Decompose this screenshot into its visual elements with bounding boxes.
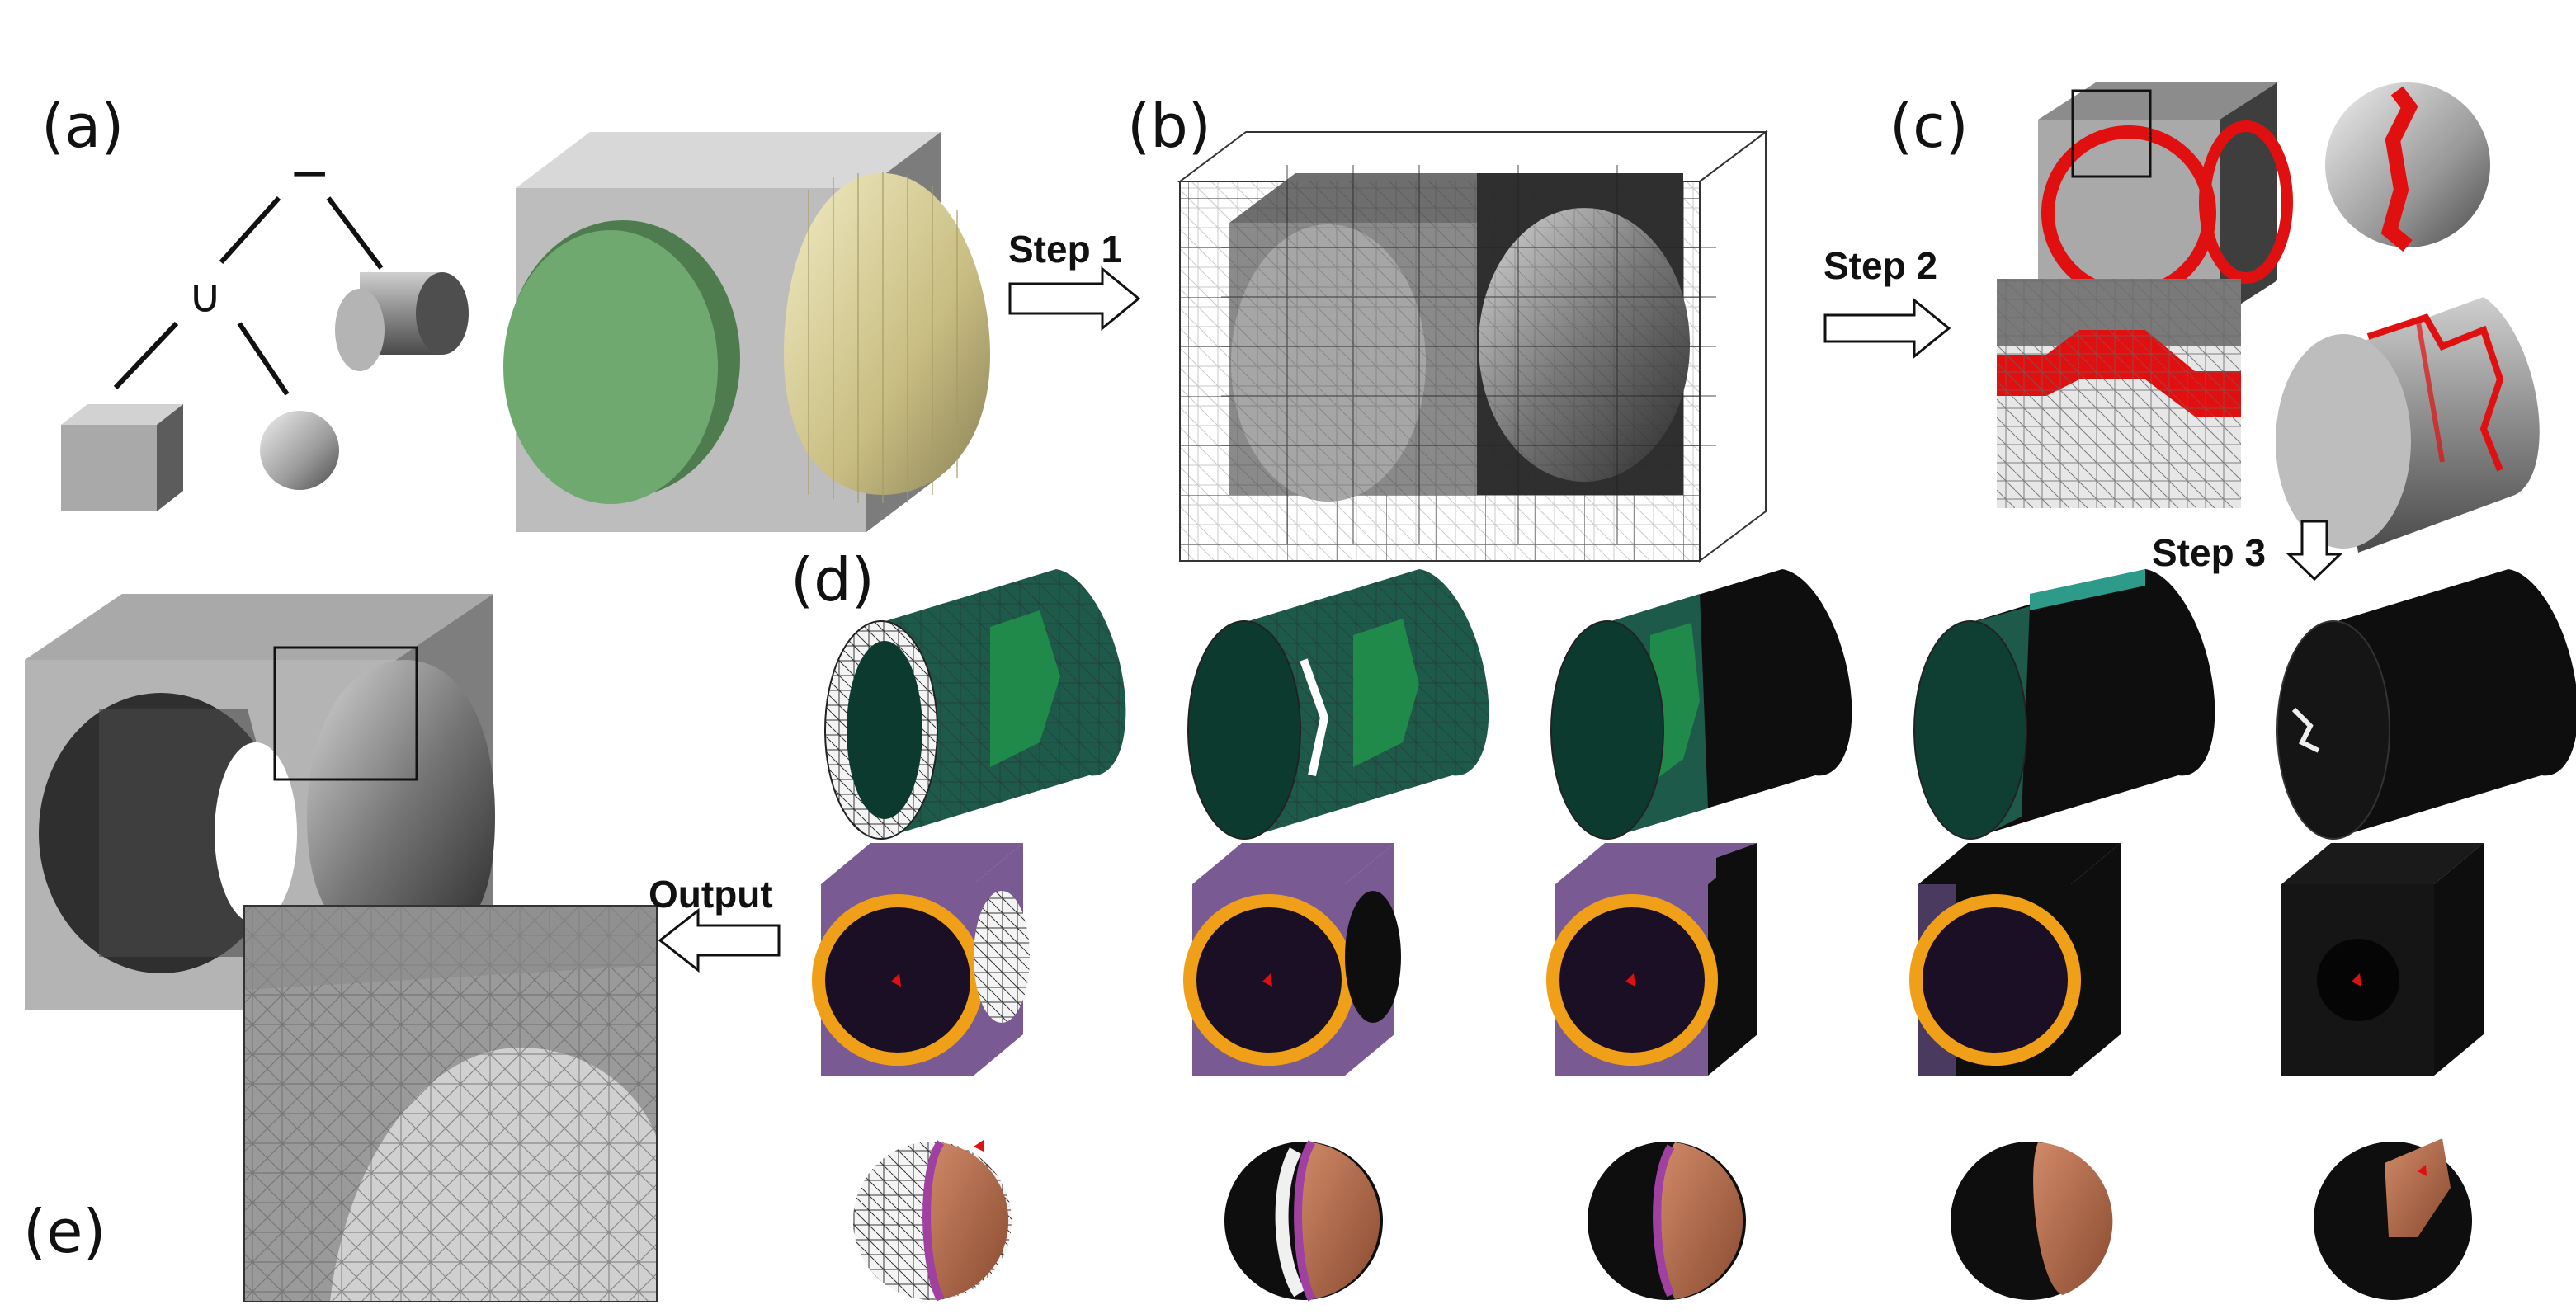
sphere-frame-5 [2314,1138,2472,1300]
sphere-frame-4 [1951,1142,2113,1300]
step2-arrow[interactable]: Step 2 [1823,244,1951,360]
cylinder-cut-disk [503,230,718,504]
csg-result-model [503,132,990,532]
step1-arrow[interactable]: Step 1 [1008,228,1141,332]
cylinder-propagation-row [824,569,2576,840]
tree-edge [326,196,384,270]
zoom-box [2071,89,2152,178]
cube-frame-1 [812,843,1030,1076]
tree-edge [113,321,179,390]
intersection-cylinder [2276,297,2540,553]
panel-label-e: (e) [23,1197,106,1266]
sphere-frame-1 [853,1140,1012,1302]
cylinder-frame-4 [1913,569,2215,840]
step1-label: Step 1 [1008,228,1122,271]
sphere-propagation-row [853,1138,2472,1302]
panel-label-a: (a) [41,92,124,161]
tree-edge [219,195,281,265]
cube-frame-2 [1183,843,1401,1076]
zoom-box [273,646,418,781]
cylinder-frame-3 [1550,569,1852,840]
output-zoom-mesh [243,905,658,1302]
cylinder-frame-2 [1187,569,1489,840]
intersection-zoom [1997,279,2241,508]
output-arrow[interactable]: Output [649,873,781,973]
cube-propagation-row [812,843,2484,1076]
cube-primitive [61,404,183,511]
sphere-frame-3 [1588,1142,1746,1300]
step3-label: Step 3 [2152,531,2266,574]
cylinder-primitive [335,272,469,371]
sphere-primitive [260,411,339,490]
octree-grid-model [1177,130,1768,563]
intersection-sphere [2325,82,2490,252]
tree-edge [237,322,290,396]
difference-operator: − [289,144,330,202]
sphere-frame-2 [1224,1140,1383,1302]
step3-arrow[interactable]: Step 3 [2152,520,2343,582]
panel-label-d: (d) [790,545,875,615]
sphere-cut-egg [784,173,990,495]
cylinder-frame-5 [2276,569,2576,840]
output-label: Output [649,873,773,916]
panel-label-c: (c) [1890,92,1969,161]
cube-frame-4 [1909,843,2121,1076]
panel-label-b: (b) [1127,92,1211,161]
union-operator: ∪ [188,270,222,323]
sphere-hole [307,660,495,949]
cube-frame-5 [2281,843,2484,1076]
cylinder-frame-1 [824,569,1126,840]
csg-tree: − ∪ [61,144,469,511]
step2-label: Step 2 [1823,244,1937,287]
cube-frame-3 [1546,843,1757,1076]
